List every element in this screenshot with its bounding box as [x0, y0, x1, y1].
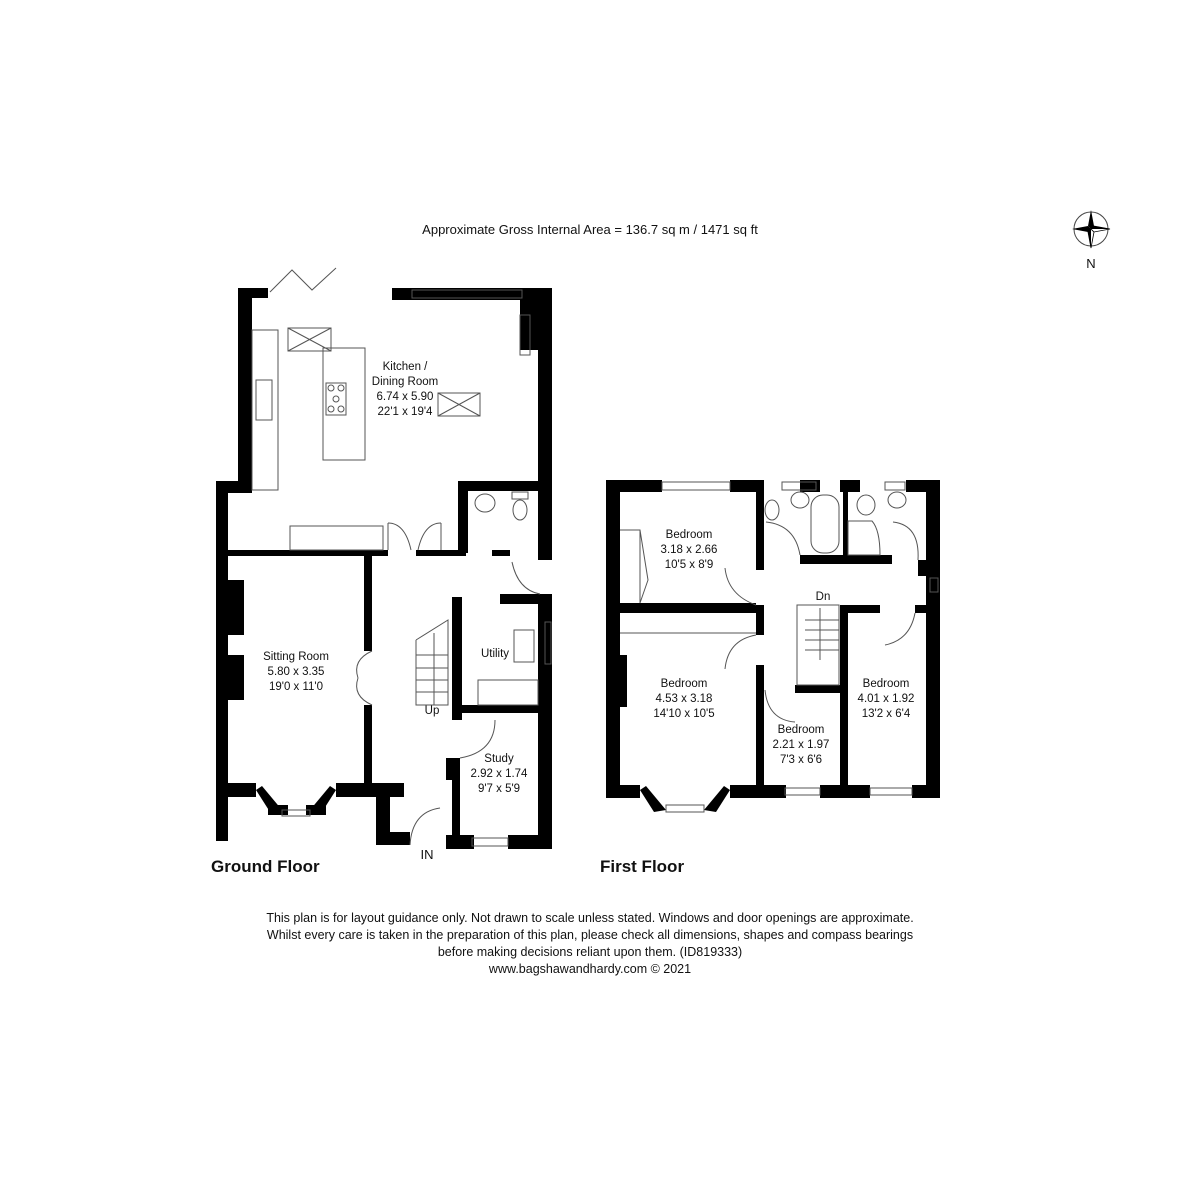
ground-floor-walls	[216, 288, 552, 849]
room-label-study: Study 2.92 x 1.74 9'7 x 5'9	[471, 752, 528, 797]
room-dimensions-metric: 6.74 x 5.90	[376, 391, 434, 403]
room-name: Bedroom	[660, 678, 708, 690]
room-dimensions-imperial: 22'1 x 19'4	[377, 406, 433, 418]
disclaimer: This plan is for layout guidance only. N…	[180, 910, 1000, 978]
room-name: Bedroom	[665, 529, 713, 541]
room-dimensions-imperial: 13'2 x 6'4	[861, 708, 911, 720]
gross-internal-area-title: Approximate Gross Internal Area = 136.7 …	[422, 222, 758, 237]
compass-north-label: N	[1086, 256, 1096, 271]
disclaimer-line-1: This plan is for layout guidance only. N…	[266, 911, 914, 925]
room-label-utility: Utility	[481, 647, 509, 662]
room-name: Bedroom	[862, 678, 910, 690]
room-dimensions-imperial: 9'7 x 5'9	[477, 783, 521, 795]
entrance-label: IN	[420, 847, 434, 862]
room-dimensions-metric: 5.80 x 3.35	[267, 666, 325, 678]
room-dimensions-metric: 2.21 x 1.97	[772, 739, 830, 751]
compass-rose-icon	[1072, 210, 1111, 249]
room-dimensions-imperial: 19'0 x 11'0	[268, 681, 324, 693]
room-label-kitchen-dining: Kitchen / Dining Room 6.74 x 5.90 22'1 x…	[372, 360, 438, 420]
room-name: Bedroom	[777, 724, 825, 736]
room-dimensions-imperial: 7'3 x 6'6	[779, 754, 823, 766]
room-dimensions-imperial: 14'10 x 10'5	[653, 708, 715, 720]
room-dimensions-metric: 4.53 x 3.18	[655, 693, 713, 705]
disclaimer-line-3: before making decisions reliant upon the…	[437, 945, 743, 959]
room-name-line2: Dining Room	[371, 376, 439, 388]
ground-floor-fixtures	[251, 267, 552, 847]
disclaimer-line-2: Whilst every care is taken in the prepar…	[266, 928, 914, 942]
room-label-bedroom-2: Bedroom 4.53 x 3.18 14'10 x 10'5	[653, 677, 714, 722]
room-name: Kitchen /	[382, 361, 428, 373]
first-floor-title: First Floor	[600, 857, 685, 876]
stairs-up-label: Up	[424, 705, 440, 717]
ground-floor-title: Ground Floor	[211, 857, 320, 876]
stairs-down-label: Dn	[815, 591, 831, 603]
room-dimensions-metric: 3.18 x 2.66	[660, 544, 718, 556]
room-label-bedroom-4: Bedroom 4.01 x 1.92 13'2 x 6'4	[858, 677, 915, 722]
room-label-sitting-room: Sitting Room 5.80 x 3.35 19'0 x 11'0	[263, 650, 329, 695]
first-floor-walls	[606, 480, 940, 812]
room-name: Utility	[480, 648, 510, 660]
website-copyright: www.bagshawandhardy.com © 2021	[488, 962, 692, 976]
compass: N	[1068, 204, 1114, 274]
room-name: Sitting Room	[263, 651, 329, 663]
room-name: Study	[484, 753, 514, 765]
room-label-bedroom-3: Bedroom 2.21 x 1.97 7'3 x 6'6	[773, 723, 830, 768]
first-floor-fixtures	[620, 481, 939, 813]
room-dimensions-metric: 4.01 x 1.92	[857, 693, 915, 705]
room-dimensions-imperial: 10'5 x 8'9	[664, 559, 714, 571]
room-dimensions-metric: 2.92 x 1.74	[470, 768, 528, 780]
room-label-bedroom-1: Bedroom 3.18 x 2.66 10'5 x 8'9	[661, 528, 718, 573]
